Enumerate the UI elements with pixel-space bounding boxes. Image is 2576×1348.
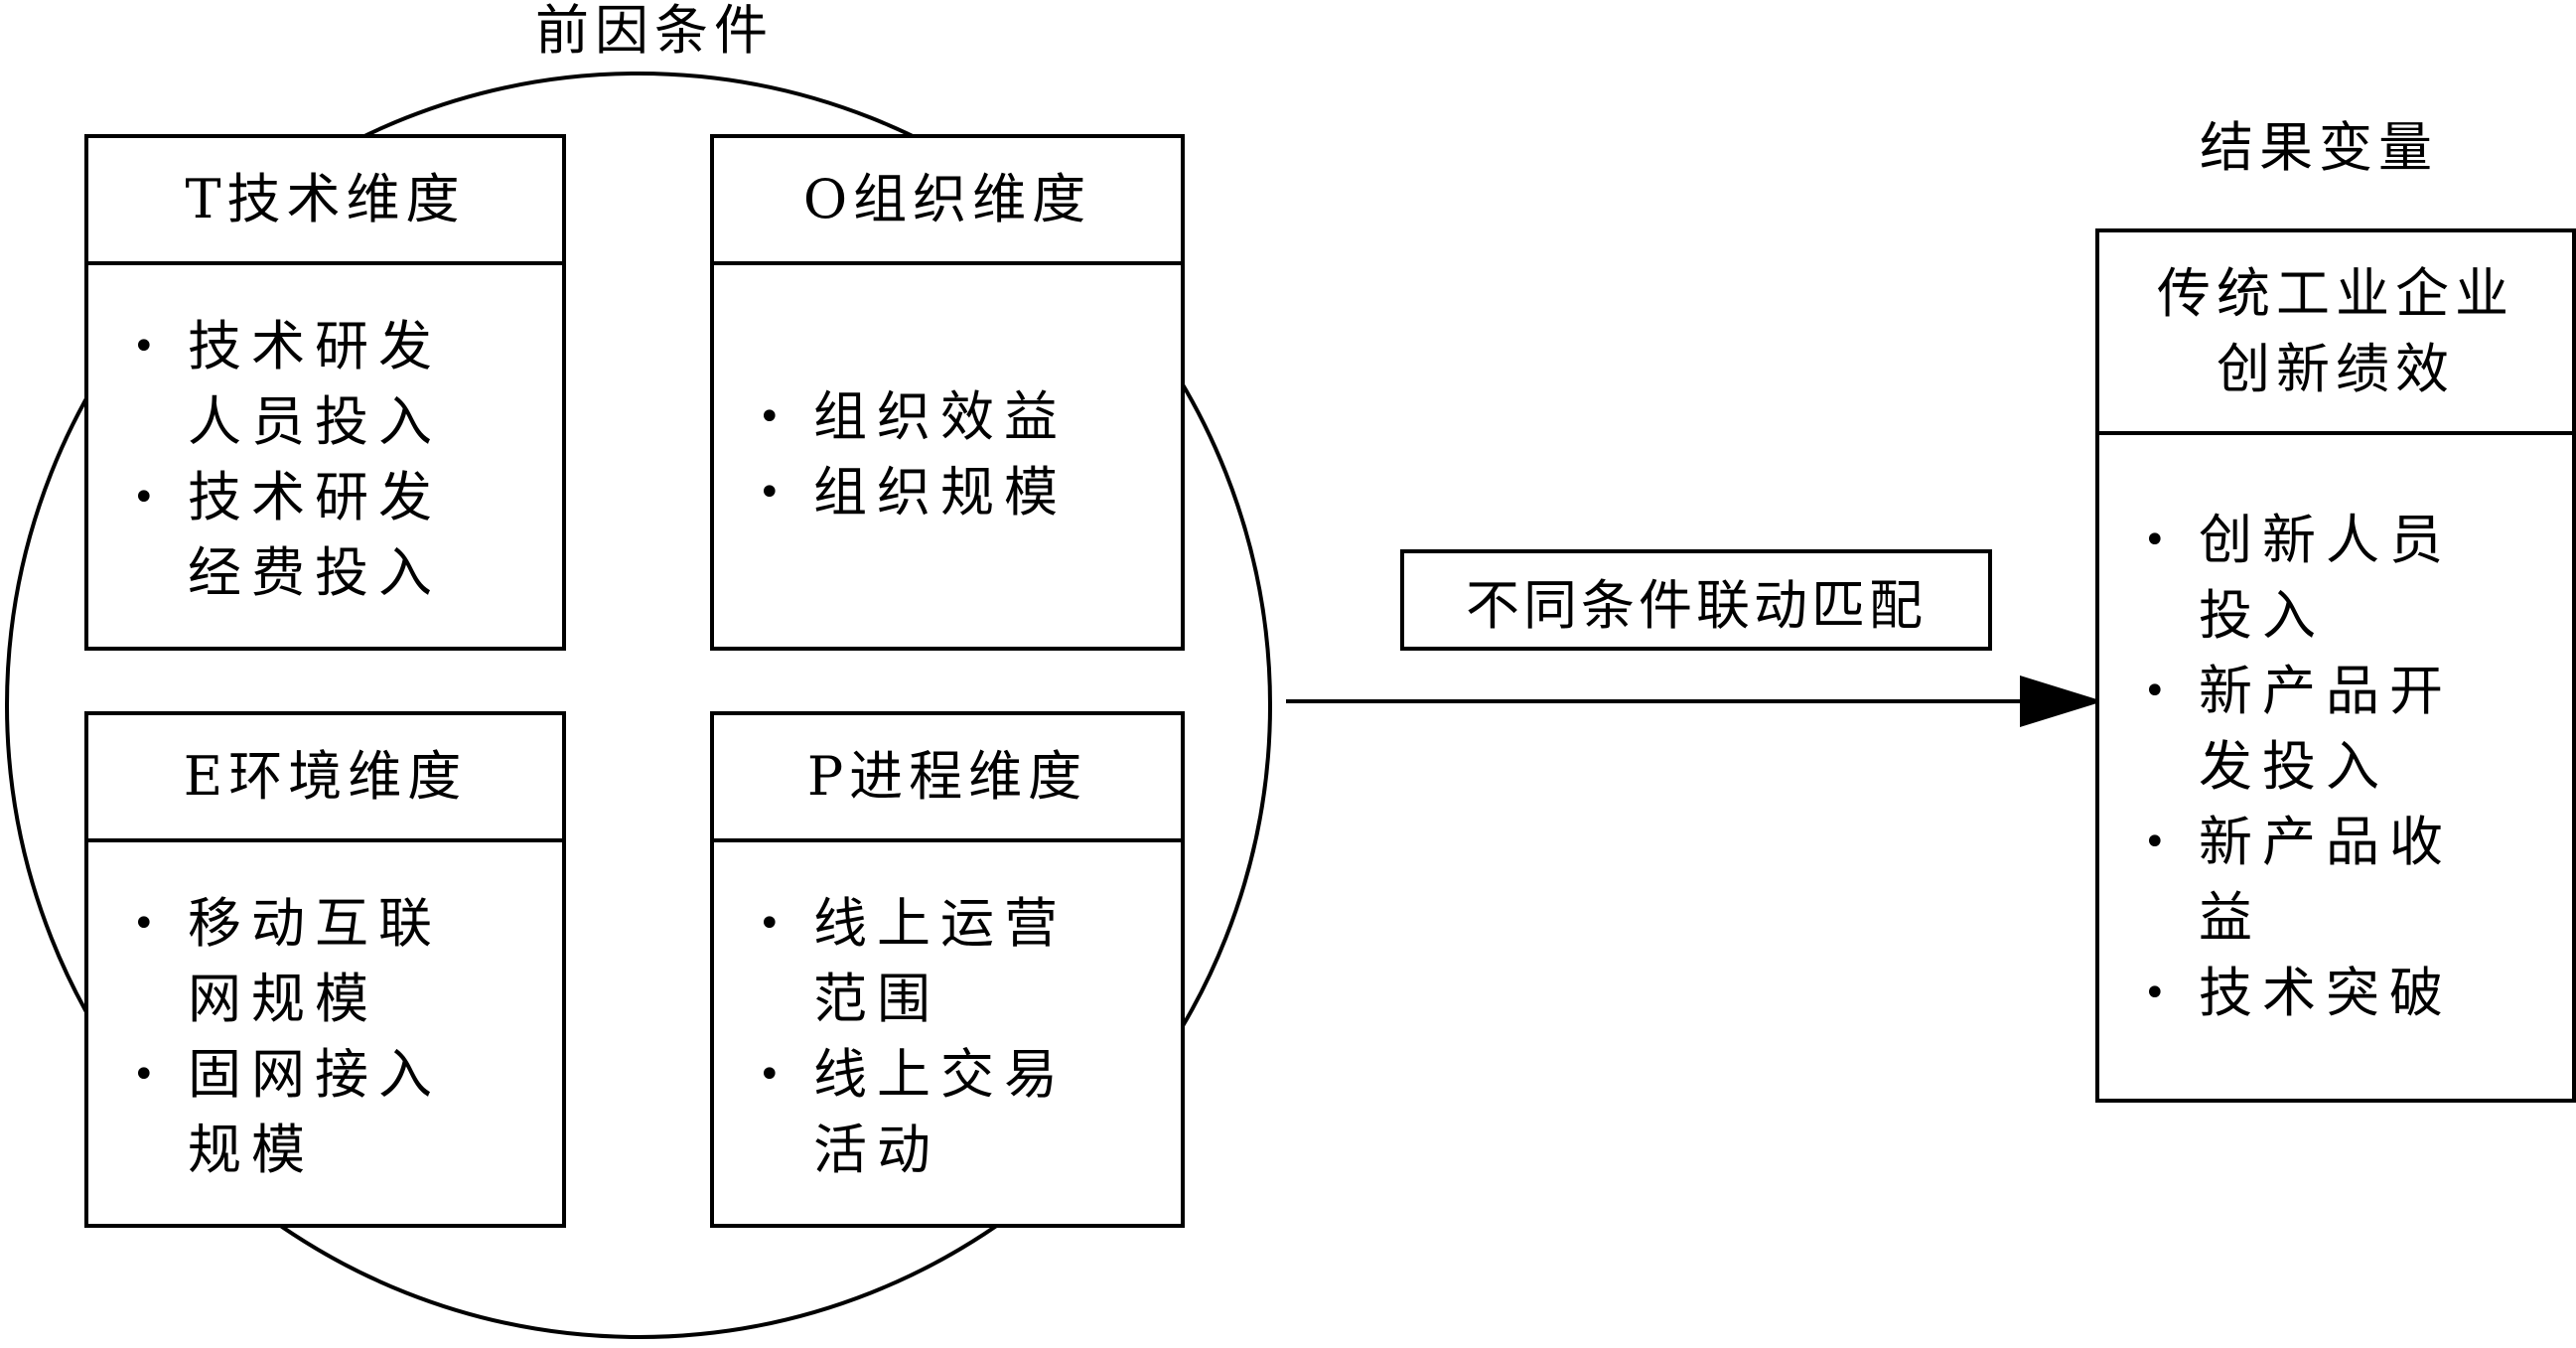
outcome-title: 结果变量	[2200, 116, 2438, 179]
dimension-box-t: T技术维度 技术研发 人员投入 技术研发 经费投入	[84, 134, 566, 651]
antecedent-circle	[5, 72, 1272, 1339]
dimension-title-t: T技术维度	[88, 138, 562, 265]
outcome-box: 传统工业企业 创新绩效 创新人员 投入 新产品开 发投入 新产品收 益 技术突破	[2095, 228, 2576, 1103]
list-item: 线上运营 范围	[714, 886, 1181, 1037]
antecedent-title: 前因条件	[529, 4, 780, 58]
dimension-items-t: 技术研发 人员投入 技术研发 经费投入	[88, 309, 562, 611]
list-item: 移动互联 网规模	[88, 886, 562, 1037]
dimension-items-p: 线上运营 范围 线上交易 活动	[714, 886, 1181, 1188]
dimension-title-p: P进程维度	[714, 715, 1181, 842]
dimension-title-o: O组织维度	[714, 138, 1181, 265]
dimension-items-e: 移动互联 网规模 固网接入 规模	[88, 886, 562, 1188]
arrow-head-icon	[2020, 675, 2103, 727]
list-item: 组织规模	[714, 455, 1181, 530]
outcome-items: 创新人员 投入 新产品开 发投入 新产品收 益 技术突破	[2099, 503, 2572, 1031]
list-item: 技术突破	[2099, 956, 2572, 1031]
dimension-items-o: 组织效益 组织规模	[714, 379, 1181, 530]
outcome-box-title: 传统工业企业 创新绩效	[2099, 232, 2572, 435]
dimension-title-e: E环境维度	[88, 715, 562, 842]
list-item: 技术研发 人员投入	[88, 309, 562, 460]
dimension-box-e: E环境维度 移动互联 网规模 固网接入 规模	[84, 711, 566, 1228]
list-item: 固网接入 规模	[88, 1037, 562, 1188]
list-item: 新产品开 发投入	[2099, 654, 2572, 805]
list-item: 创新人员 投入	[2099, 503, 2572, 654]
dimension-box-o: O组织维度 组织效益 组织规模	[710, 134, 1185, 651]
list-item: 新产品收 益	[2099, 805, 2572, 956]
link-label: 不同条件联动匹配	[1400, 549, 1992, 651]
list-item: 技术研发 经费投入	[88, 460, 562, 611]
dimension-box-p: P进程维度 线上运营 范围 线上交易 活动	[710, 711, 1185, 1228]
list-item: 线上交易 活动	[714, 1037, 1181, 1188]
list-item: 组织效益	[714, 379, 1181, 455]
